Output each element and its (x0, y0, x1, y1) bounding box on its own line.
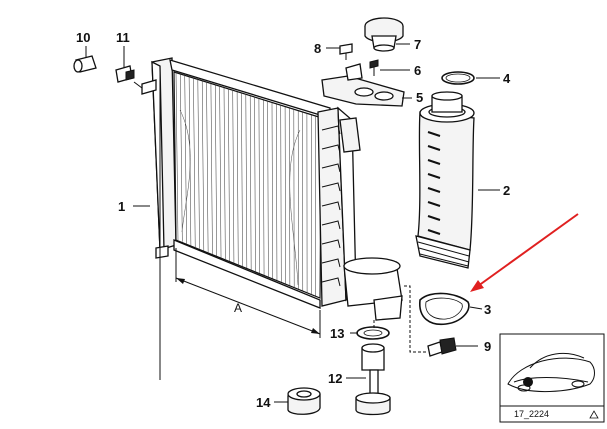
tank-ring (427, 229, 441, 235)
tank-rib (321, 144, 341, 154)
radiator-fin (280, 105, 282, 283)
label-8: 8 (314, 41, 321, 56)
tank-rib (321, 201, 341, 211)
radiator-fin (245, 94, 248, 269)
radiator-fin (180, 73, 183, 242)
tank-rib (321, 182, 341, 192)
radiator-fin (197, 78, 200, 249)
radiator-fin (175, 71, 179, 241)
washer-13-inner (363, 329, 383, 337)
switch-11 (115, 65, 135, 83)
radiator-fin (184, 74, 187, 244)
drain-plug-12 (355, 343, 391, 416)
tank-ring (427, 131, 441, 137)
radiator-fin (254, 97, 256, 272)
label-11: 11 (116, 30, 130, 45)
diagram-ref: 17_2224 (514, 409, 549, 419)
label-9: 9 (484, 339, 491, 354)
dimension-a: A (175, 248, 321, 338)
radiator-fin (249, 95, 252, 270)
tank-ring (427, 173, 441, 179)
radiator-fin (206, 81, 209, 253)
radiator-fin (271, 102, 273, 279)
label-10: 10 (76, 30, 90, 45)
triangle-icon (589, 410, 599, 419)
expansion-tank (415, 91, 475, 269)
tank-ring (427, 159, 441, 165)
label-3: 3 (484, 302, 491, 317)
nut-14 (287, 387, 321, 415)
radiator-fin (258, 98, 261, 274)
label-4: 4 (503, 71, 511, 86)
label-14: 14 (256, 395, 271, 410)
label-1: 1 (118, 199, 125, 214)
tank-rib (321, 277, 341, 287)
tank-ring (427, 201, 441, 207)
radiator-fin (232, 90, 235, 263)
washer-13 (356, 326, 390, 340)
radiator-fin (267, 101, 269, 277)
tank-rib (321, 220, 341, 230)
label-6: 6 (414, 63, 421, 78)
location-marker (523, 377, 533, 387)
radiator-fin (201, 80, 205, 251)
tank-rib (321, 258, 341, 268)
radiator-fin (210, 83, 213, 255)
tank-ring (427, 215, 441, 221)
tank-rib (321, 125, 341, 135)
tank-ring (427, 145, 441, 151)
radiator-fin (236, 91, 239, 265)
label-7: 7 (414, 37, 421, 52)
radiator-fin (276, 104, 278, 281)
outlet-housing (339, 117, 403, 321)
filler-cap (364, 17, 404, 52)
bracket (321, 63, 405, 107)
tank-rib (321, 239, 341, 249)
seal-3 (419, 292, 470, 326)
label-2: 2 (503, 183, 510, 198)
radiator-core (141, 57, 357, 309)
tank-ring (427, 187, 441, 193)
radiator-fin (223, 87, 226, 260)
red-arrow (470, 213, 579, 292)
tank-rib (321, 163, 341, 173)
leader-lines (85, 43, 500, 403)
plug-10 (73, 55, 97, 73)
radiator-fin (241, 92, 243, 267)
radiator-fin (215, 84, 217, 256)
bolt-9 (427, 337, 457, 357)
o-ring-4-inner (445, 73, 471, 83)
part-numbers: 1 2 3 4 5 6 7 8 9 10 11 12 13 14 (76, 30, 511, 410)
car-thumbnail: 17_2224 (499, 333, 605, 423)
radiator-fin (263, 99, 265, 276)
radiator-fin (228, 88, 230, 262)
radiator-fin (193, 77, 196, 248)
screw-8 (339, 43, 353, 60)
label-13: 13 (330, 326, 344, 341)
label-12: 12 (328, 371, 342, 386)
o-ring-4 (441, 71, 475, 85)
screw-6 (369, 59, 379, 76)
radiator-fin (219, 85, 222, 258)
dimension-a-label: A (234, 301, 242, 315)
label-5: 5 (416, 90, 423, 105)
